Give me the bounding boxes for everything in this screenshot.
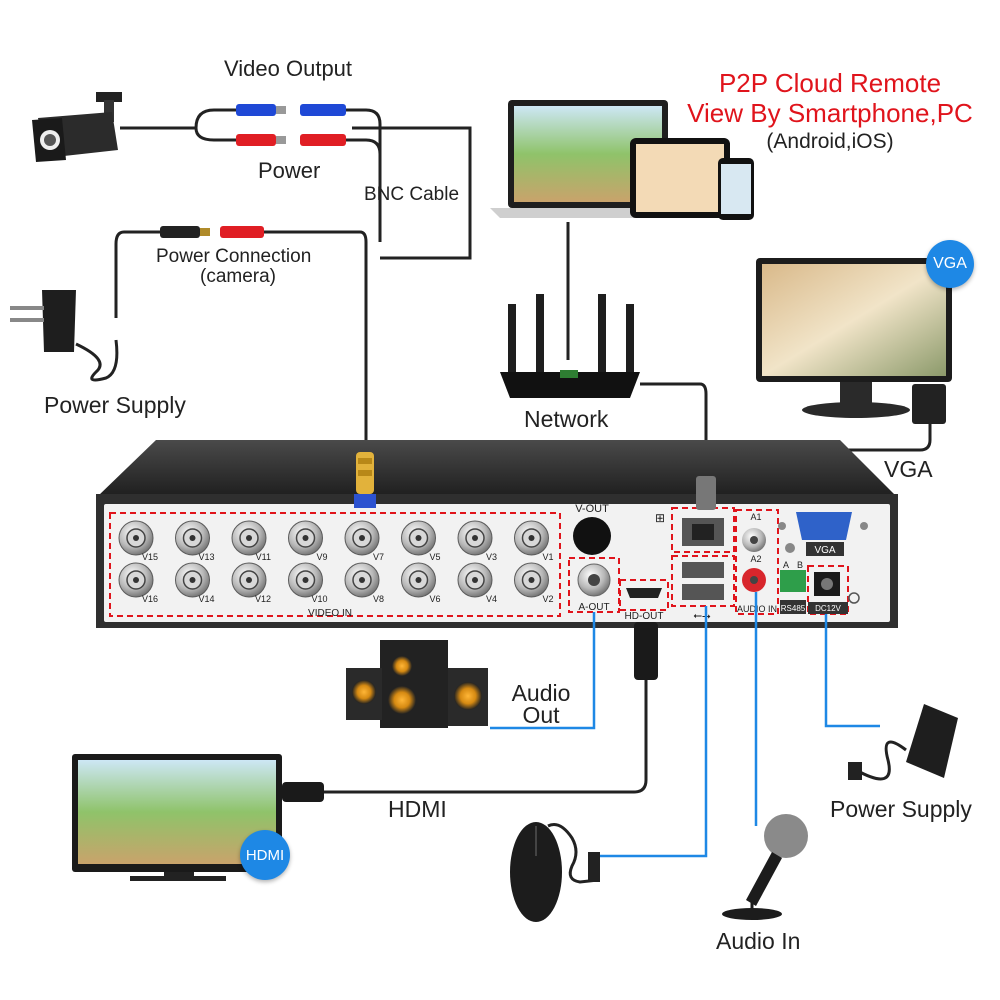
bnc-port-v5: V5 [401, 520, 441, 562]
bnc-port-label: V8 [373, 594, 384, 604]
video-output-cable [120, 108, 472, 260]
audio-in-label: Audio In [716, 928, 801, 954]
bnc-port-label: V16 [142, 594, 158, 604]
bnc-port-v2: V2 [514, 562, 554, 604]
vga-cable [824, 420, 932, 475]
audio-out-label-line1: Audio [511, 680, 571, 706]
audio-out-label-line2: Out [522, 702, 560, 728]
hdmi-cable [324, 680, 648, 794]
power-adapter-icon [10, 290, 119, 382]
bnc-port-label: V12 [255, 594, 271, 604]
p2p-title-line2: View By Smartphone,PC [687, 98, 973, 128]
svg-text:⊞: ⊞ [655, 511, 665, 525]
bnc-port-v4: V4 [457, 562, 497, 604]
aout-label: A-OUT [578, 602, 609, 613]
tablet-icon [630, 138, 730, 218]
bnc-port-label: V15 [142, 552, 158, 562]
rs485-label: RS485 [781, 604, 806, 613]
dc-plug-icon [160, 226, 264, 238]
speakers-icon [346, 640, 488, 728]
microphone-icon [722, 814, 808, 920]
power-connection-sub-label: (camera) [200, 266, 277, 287]
bnc-port-label: V4 [486, 594, 497, 604]
video-output-label: Video Output [224, 56, 353, 81]
bnc-port-v7: V7 [344, 520, 384, 562]
network-label: Network [524, 406, 609, 432]
bnc-port-label: V6 [429, 594, 440, 604]
audio-in-ports [735, 509, 779, 615]
bnc-port-label: V7 [373, 552, 384, 562]
vga-badge: VGA [926, 240, 974, 288]
svg-text:⭠⭢: ⭠⭢ [693, 610, 711, 622]
bnc-port-v8: V8 [344, 562, 384, 604]
smartphone-icon [718, 158, 754, 220]
bnc-port-label: V10 [311, 594, 327, 604]
rs485-b-label: B [797, 560, 803, 570]
dc-power-port [807, 565, 860, 615]
a1-label: A1 [750, 512, 761, 522]
bnc-input-group [109, 512, 561, 617]
router-icon [500, 294, 640, 398]
bnc-port-v11: V11 [231, 520, 271, 562]
hdout-label: HD-OUT [625, 611, 664, 622]
bnc-port-label: V5 [429, 552, 440, 562]
power-connection-label: Power Connection [156, 246, 312, 267]
hdmi-label: HDMI [388, 796, 447, 822]
bnc-port-label: V13 [198, 552, 214, 562]
laptop-icon [490, 100, 686, 218]
lan-plug-icon [696, 476, 716, 510]
bnc-port-v15: V15 [118, 520, 158, 562]
dc12v-label: DC12V [815, 604, 841, 613]
bnc-port-label: V14 [198, 594, 214, 604]
bnc-port-v10: V10 [288, 562, 328, 604]
vout-label: V-OUT [575, 503, 609, 515]
rs485-port [780, 570, 806, 614]
bnc-port-label: V9 [316, 552, 327, 562]
aout-port [568, 557, 620, 613]
power-supply-right-label: Power Supply [830, 796, 972, 822]
bnc-port-v1: V1 [514, 520, 554, 562]
bnc-port-v13: V13 [175, 520, 215, 562]
bnc-port-v3: V3 [457, 520, 497, 562]
vout-port [573, 517, 611, 555]
bnc-port-label: V11 [256, 552, 271, 562]
hdmi-port [619, 579, 669, 611]
bnc-plug-icon [354, 452, 376, 508]
p2p-platforms: (Android,iOS) [766, 130, 894, 153]
vga-port [778, 512, 868, 556]
rca-connectors-icon [236, 104, 346, 146]
vga-monitor-icon [756, 258, 952, 418]
vga-port-label: VGA [814, 545, 835, 556]
rs485-a-label: A [783, 560, 789, 570]
bnc-port-label: V2 [542, 594, 553, 604]
bnc-port-label: V3 [486, 552, 497, 562]
p2p-title-line1: P2P Cloud Remote [718, 68, 942, 98]
bnc-port-v16: V16 [118, 562, 158, 604]
bnc-port-label: V1 [542, 552, 553, 562]
mouse-icon [510, 822, 600, 922]
bnc-port-v6: V6 [401, 562, 441, 604]
power-adapter-right-icon [848, 704, 958, 781]
network-cable [566, 222, 708, 508]
bnc-port-v9: V9 [288, 520, 328, 562]
a2-label: A2 [750, 554, 761, 564]
hdmi-badge: HDMI [240, 830, 290, 880]
bnc-port-v14: V14 [175, 562, 215, 604]
power-supply-left-label: Power Supply [44, 392, 186, 418]
video-in-label: VIDEO IN [308, 608, 352, 619]
power-connection-cable [114, 230, 368, 460]
bnc-cable-label: BNC Cable [364, 184, 460, 205]
bnc-port-v12: V12 [231, 562, 271, 604]
vga-label: VGA [884, 456, 933, 482]
power-label: Power [258, 158, 321, 183]
hdmi-plug-icon [282, 622, 658, 802]
bullet-camera-icon [32, 92, 122, 162]
output-cables [490, 592, 880, 858]
